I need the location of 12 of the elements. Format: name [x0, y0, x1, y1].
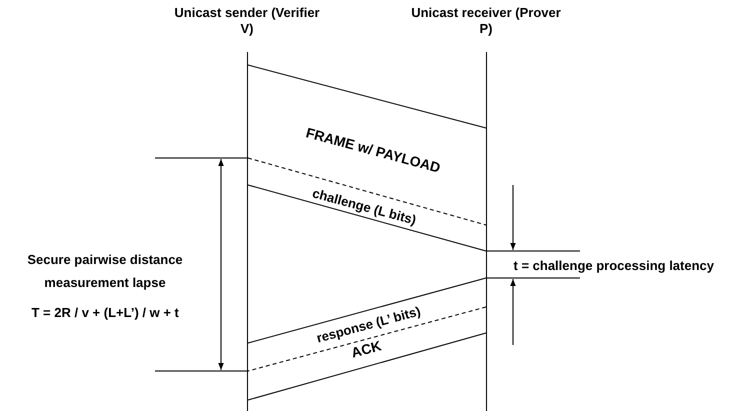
message-line	[248, 278, 486, 344]
message-label: ACK	[349, 337, 383, 361]
message-line	[248, 184, 486, 252]
message-line	[248, 64, 486, 128]
dashed-message-line	[248, 306, 486, 372]
dashed-message-line	[248, 158, 486, 226]
participant-label: Unicast sender (Verifier V)	[173, 5, 321, 37]
message-line	[248, 332, 486, 400]
participant-label: Unicast receiver (Prover P)	[411, 5, 561, 37]
annotation-text: t = challenge processing latency	[514, 258, 714, 272]
formula: T = 2R / v + (L+L’) / w + t	[32, 304, 179, 320]
annotation-text: Secure pairwise distance measurement lapse	[26, 251, 184, 292]
